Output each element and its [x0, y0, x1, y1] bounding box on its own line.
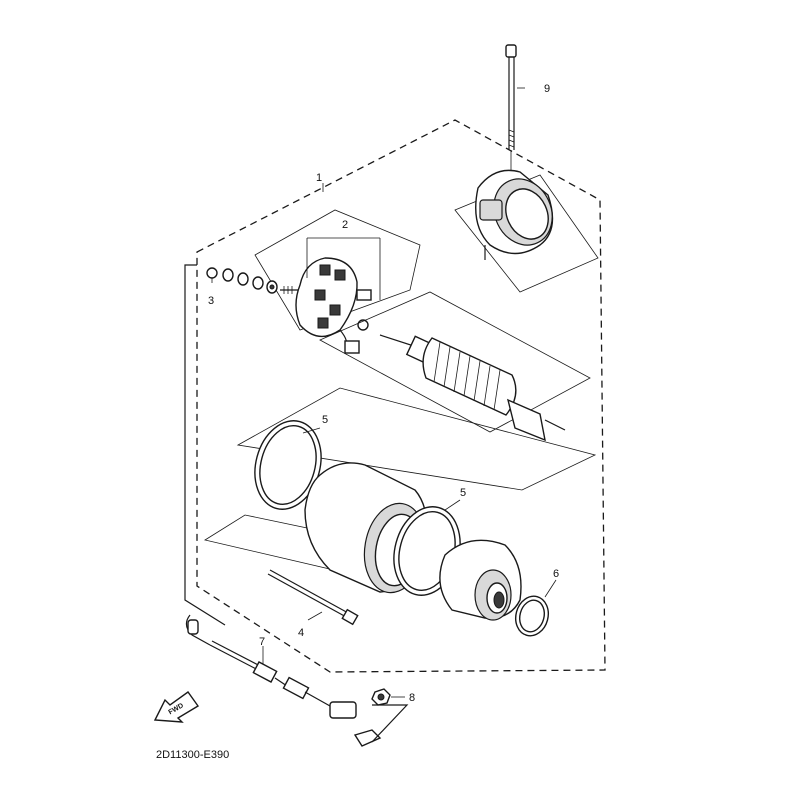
callout-5-lower: 5: [460, 487, 466, 499]
o-ring-left: [236, 387, 597, 510]
diagram-code: 2D11300-E390: [156, 749, 229, 761]
callout-1: 1: [316, 172, 322, 184]
callout-3: 3: [208, 295, 214, 307]
fwd-arrow-icon: FWD: [153, 691, 200, 723]
callout-9: 9: [544, 83, 550, 95]
callout-2: 2: [342, 219, 348, 231]
callout-7: 7: [259, 636, 265, 648]
callout-4: 4: [298, 627, 304, 639]
washer-set: [206, 267, 278, 294]
armature: [319, 291, 591, 442]
harness-leader-line: [184, 264, 226, 626]
callout-leader-lines: [211, 87, 557, 698]
front-cover: [439, 539, 522, 621]
through-bolt-long: [505, 44, 517, 170]
callout-5-upper: 5: [322, 414, 328, 426]
nut: [371, 688, 409, 743]
lead-wire: [185, 614, 382, 747]
end-cover: [454, 169, 599, 293]
assembly-boundary: [196, 119, 606, 673]
long-bolt: [267, 569, 359, 626]
callout-8: 8: [409, 692, 415, 704]
callout-6: 6: [553, 568, 559, 580]
brush-holder-assembly: [254, 209, 421, 354]
o-ring-small: [515, 595, 549, 637]
